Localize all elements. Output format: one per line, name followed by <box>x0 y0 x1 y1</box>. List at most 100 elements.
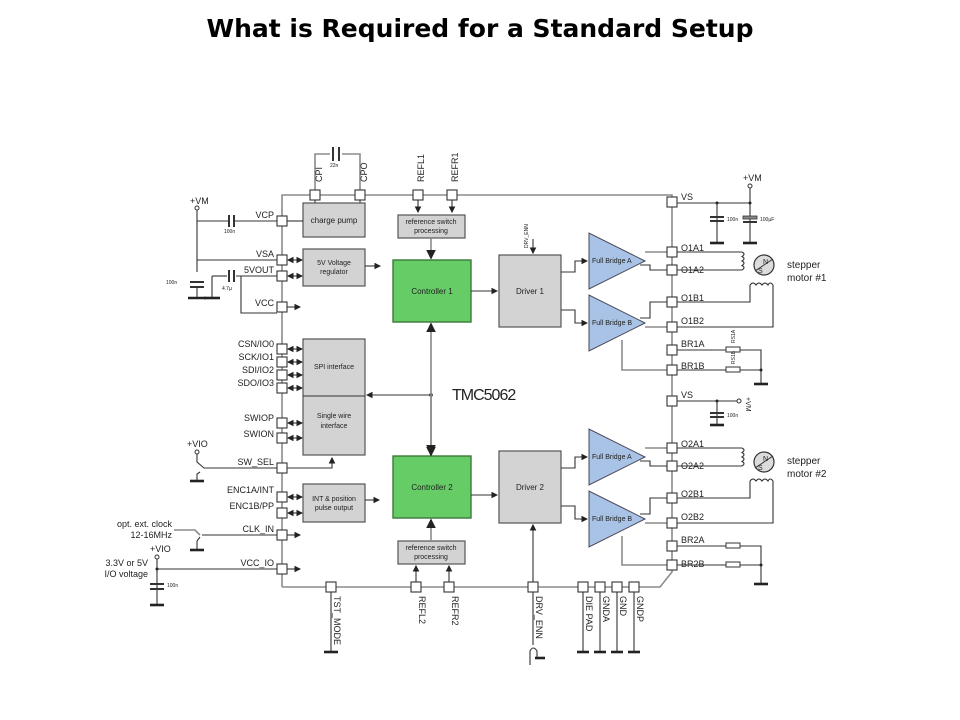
sense-resistors-2 <box>677 542 768 586</box>
single-wire-label-a: Single wire <box>317 413 351 420</box>
pin-label-o1b2: O1B2 <box>681 316 704 326</box>
cap-vs2-value: 100n <box>727 413 738 419</box>
bridge-a2-label: Full Bridge A <box>592 454 632 461</box>
pin-label-enc1a: ENC1A/INT <box>227 485 275 495</box>
pin-label-o1a1: O1A1 <box>681 243 704 253</box>
charge-pump-block <box>302 202 366 238</box>
vm-label-left: +VM <box>190 196 209 206</box>
pin-enc1a <box>276 491 288 503</box>
ref-switch-1-label-b: processing <box>414 228 448 235</box>
vio-label-1: +VIO <box>187 439 208 449</box>
controller-2-block <box>392 455 472 519</box>
pin-vs-1 <box>666 196 678 208</box>
pin-label-csn: CSN/IO0 <box>238 339 274 349</box>
vm-label-right: +VM <box>743 173 762 183</box>
pin-label-die-pad: DIE PAD <box>584 596 594 632</box>
vcc-io-supply: +VIO 3.3V or 5V I/O voltage 100n <box>104 544 277 607</box>
driver-2-label: Driver 2 <box>516 483 545 492</box>
pin-o1a2 <box>666 264 678 276</box>
vm-label-rotated: +VM <box>744 397 751 412</box>
pin-label-cpi: CPI <box>314 167 324 182</box>
cap-vs1-value: 100n <box>727 217 738 223</box>
charge-pump-capacitor: 22n <box>314 147 361 195</box>
spi-label: SPI interface <box>314 364 354 371</box>
pin-swion <box>276 432 288 444</box>
pin-label-o2b2: O2B2 <box>681 512 704 522</box>
pin-label-refl2: REFL2 <box>417 596 427 624</box>
chip-name: TMC5062 <box>452 387 516 404</box>
cap-cp-value: 22n <box>330 163 339 169</box>
pin-label-sw-sel: SW_SEL <box>237 457 274 467</box>
vs-supply-top: +VM 100n 100µF <box>677 173 774 245</box>
pin-o1b2 <box>666 321 678 333</box>
spi-single-wire-block <box>302 338 366 456</box>
pin-cpi <box>309 189 321 201</box>
pin-label-refl1: REFL1 <box>416 154 426 182</box>
pin-refr2 <box>443 581 455 593</box>
pin-vsa <box>276 254 288 266</box>
pin-label-sck: SCK/IO1 <box>238 352 274 362</box>
controller-2-label: Controller 2 <box>411 483 453 492</box>
bridges: Full Bridge A Full Bridge B Full Bridge … <box>561 232 667 566</box>
full-bridge-a1 <box>588 232 647 290</box>
pin-csn <box>276 343 288 355</box>
pin-vcc-io <box>276 563 288 575</box>
pin-br2a <box>666 540 678 552</box>
full-bridge-a2 <box>588 428 647 486</box>
pin-clk-in <box>276 529 288 541</box>
regulator-label-b: regulator <box>320 269 348 276</box>
pin-swiop <box>276 417 288 429</box>
regulator-label-a: 5V Voltage <box>317 260 351 267</box>
pin-o2b2 <box>666 517 678 529</box>
motor2-label-a: stepper <box>787 456 821 467</box>
int-position-block <box>302 483 366 523</box>
sense-resistors-1: RS1A RS1B <box>677 329 768 386</box>
cap-vsa-value: 100n <box>166 280 177 286</box>
pin-label-vs-1: VS <box>681 192 693 202</box>
clock-label-a: opt. ext. clock <box>117 519 173 529</box>
pin-vcp <box>276 215 288 227</box>
pin-die-pad <box>577 581 589 593</box>
ref-switch-1-label-a: reference switch <box>406 219 457 226</box>
driver-1-block <box>498 254 562 328</box>
pin-o1a1 <box>666 246 678 258</box>
pin-cpo <box>354 189 366 201</box>
pin-label-sdo: SDO/IO3 <box>237 378 274 388</box>
pin-label-vcc: VCC <box>255 298 275 308</box>
pin-label-o2b1: O2B1 <box>681 489 704 499</box>
driver-1-label: Driver 1 <box>516 287 545 296</box>
pin-tst-mode <box>325 581 337 593</box>
rsense-1a: RS1A <box>731 329 737 343</box>
pin-label-vsa: VSA <box>256 249 274 259</box>
ref-switch-2-label-b: processing <box>414 554 448 561</box>
pin-label-tst-mode: TST_MODE <box>332 596 342 645</box>
stepper-motor-2: N S stepper motor #2 <box>677 447 827 524</box>
pin-label-clk-in: CLK_IN <box>242 524 274 534</box>
pin-o1b1 <box>666 296 678 308</box>
rsense-1b: RS1B <box>731 350 737 364</box>
pin-label-vcp: VCP <box>255 210 274 220</box>
pin-label-gndp: GNDP <box>635 596 645 622</box>
pin-label-br2b: BR2B <box>681 559 705 569</box>
pin-gnda <box>594 581 606 593</box>
pin-label-gnd: GND <box>618 596 628 617</box>
int-pos-label-a: INT & position <box>312 496 356 503</box>
pin-o2b1 <box>666 492 678 504</box>
motor1-north: N <box>763 259 768 266</box>
clock-label-b: 12-16MHz <box>130 530 172 540</box>
pin-drv-enn <box>527 581 539 593</box>
single-wire-label-b: interface <box>321 423 348 430</box>
pin-label-o2a1: O2A1 <box>681 439 704 449</box>
stepper-motor-1: N S stepper motor #1 <box>677 251 827 328</box>
cap-vio-value: 100n <box>167 583 178 589</box>
pin-label-vs-2: VS <box>681 390 693 400</box>
pin-5vout <box>276 270 288 282</box>
bridge-b2-label: Full Bridge B <box>592 516 632 523</box>
pin-enc1b <box>276 507 288 519</box>
pin-br1a <box>666 344 678 356</box>
motor1-label-b: motor #1 <box>787 273 827 284</box>
vm-supply-left: +VM 100n 100n 4.7µ <box>166 196 277 314</box>
pin-label-5vout: 5VOUT <box>244 265 275 275</box>
pin-label-br1b: BR1B <box>681 361 705 371</box>
